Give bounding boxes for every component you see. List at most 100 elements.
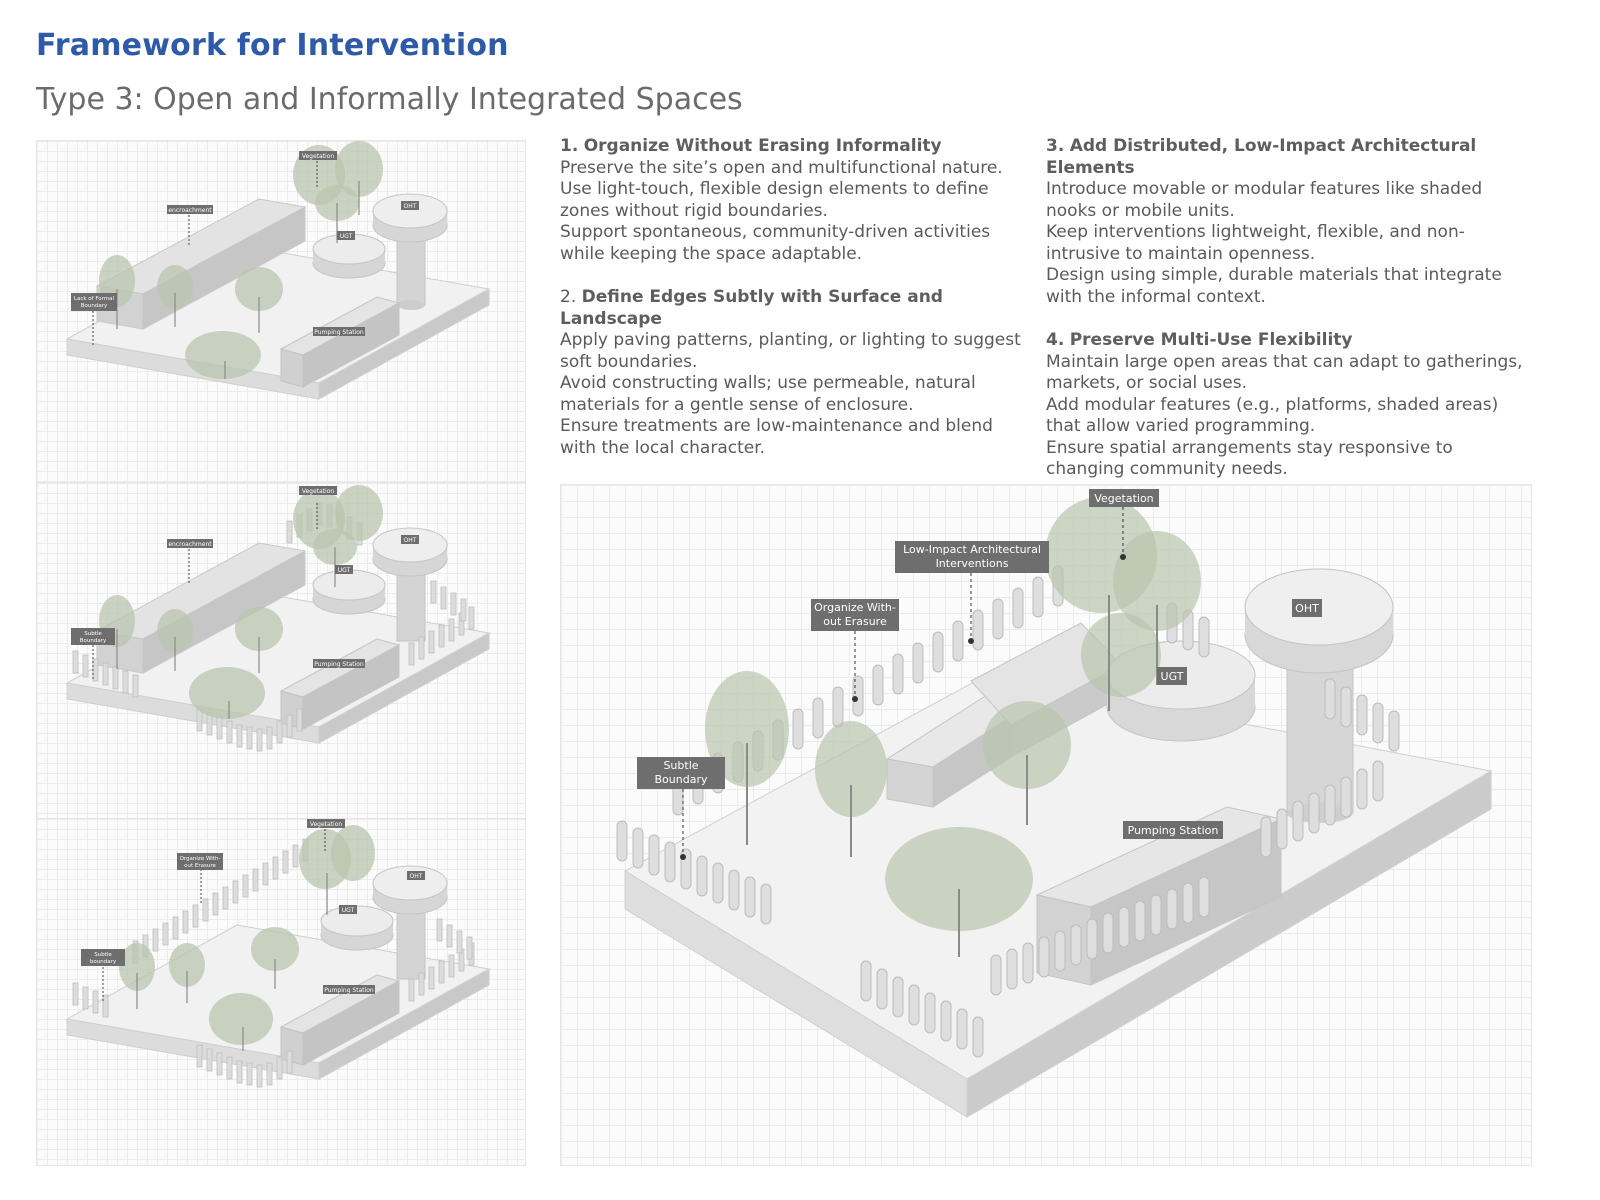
diagram-subtle-boundary-svg: Vegetation encroachment OHT UGT Subtle B… bbox=[65, 485, 491, 752]
bollard bbox=[648, 834, 660, 876]
svg-text:Vegetation: Vegetation bbox=[302, 153, 335, 160]
svg-text:out Erasure: out Erasure bbox=[823, 615, 887, 628]
label-subtle-boundary: Subtle Boundary bbox=[637, 757, 725, 860]
section-line: Preserve the site’s open and multifuncti… bbox=[560, 157, 1003, 178]
svg-text:UGT: UGT bbox=[1161, 670, 1184, 683]
label-organize-without-erasure: Organize With- out Erasure bbox=[811, 599, 899, 702]
label-encroachment: encroachment bbox=[167, 205, 213, 247]
bollard bbox=[1070, 924, 1082, 966]
bollard bbox=[792, 708, 804, 750]
bollard bbox=[1324, 784, 1336, 826]
bollard bbox=[664, 841, 676, 883]
section-line: Introduce movable or modular features li… bbox=[1046, 179, 1483, 221]
label-vegetation: Vegetation bbox=[307, 819, 345, 853]
section-heading: Add Distributed, Low-Impact Architectura… bbox=[1046, 136, 1477, 178]
diagram-subtle-boundary: Vegetation encroachment OHT UGT Subtle B… bbox=[36, 482, 526, 820]
section-2: 2. Define Edges Subtly with Surface and … bbox=[560, 287, 1030, 459]
label-pumping-station: Pumping Station bbox=[313, 327, 365, 336]
section-line: Design using simple, durable materials t… bbox=[1046, 265, 1502, 307]
section-number: 3. bbox=[1046, 136, 1065, 156]
svg-text:OHT: OHT bbox=[410, 873, 423, 880]
bollard bbox=[990, 954, 1002, 996]
bollard bbox=[1276, 808, 1288, 850]
svg-text:Vegetation: Vegetation bbox=[302, 488, 335, 495]
section-3: 3. Add Distributed, Low-Impact Architect… bbox=[1046, 136, 1524, 308]
diagram-main: Vegetation Low-Impact Architectural Inte… bbox=[560, 484, 1532, 1166]
svg-text:Lack of Formal: Lack of Formal bbox=[74, 296, 115, 302]
section-line: Add modular features (e.g., platforms, s… bbox=[1046, 394, 1499, 437]
bollard bbox=[812, 697, 824, 739]
svg-text:encroachment: encroachment bbox=[168, 207, 212, 214]
bollard bbox=[992, 598, 1004, 640]
svg-text:OHT: OHT bbox=[404, 537, 417, 544]
bollard bbox=[892, 976, 904, 1018]
bollard bbox=[956, 1008, 968, 1050]
bollard bbox=[1198, 876, 1210, 918]
bollard bbox=[1118, 906, 1130, 948]
bollard bbox=[1054, 930, 1066, 972]
bollard bbox=[1292, 800, 1304, 842]
bollard bbox=[1006, 948, 1018, 990]
bollard bbox=[972, 1016, 984, 1058]
svg-text:Pumping Station: Pumping Station bbox=[314, 329, 364, 336]
bollard bbox=[1102, 912, 1114, 954]
diagram-main-svg: Vegetation Low-Impact Architectural Inte… bbox=[616, 489, 1493, 1118]
bollard bbox=[1038, 936, 1050, 978]
bollard bbox=[924, 992, 936, 1034]
section-4: 4. Preserve Multi-Use Flexibility Mainta… bbox=[1046, 330, 1524, 481]
label-oht: OHT bbox=[401, 535, 419, 544]
svg-text:Boundary: Boundary bbox=[81, 303, 108, 309]
page-subtitle: Type 3: Open and Informally Integrated S… bbox=[36, 82, 743, 117]
svg-text:Subtle: Subtle bbox=[84, 631, 102, 637]
bollard bbox=[912, 642, 924, 684]
bollard bbox=[728, 869, 740, 911]
svg-text:UGT: UGT bbox=[340, 233, 353, 240]
label-encroachment: encroachment bbox=[167, 539, 213, 583]
text-column-right: 3. Add Distributed, Low-Impact Architect… bbox=[1046, 136, 1524, 503]
bollard bbox=[1032, 576, 1044, 618]
label-pumping-station: Pumping Station bbox=[323, 985, 375, 994]
section-heading: Preserve Multi-Use Flexibility bbox=[1069, 330, 1353, 350]
svg-text:UGT: UGT bbox=[342, 907, 355, 914]
bollard bbox=[760, 883, 772, 925]
section-line: Ensure spatial arrangements stay respons… bbox=[1046, 437, 1453, 480]
tree-icon bbox=[705, 497, 1201, 931]
label-ugt: UGT bbox=[1157, 667, 1187, 685]
section-heading: Organize Without Erasing Informality bbox=[583, 136, 942, 156]
bollard bbox=[972, 609, 984, 651]
label-vegetation: Vegetation bbox=[299, 151, 337, 187]
section-line: Maintain large open areas that can adapt… bbox=[1046, 351, 1523, 394]
svg-text:Pumping Station: Pumping Station bbox=[324, 987, 374, 994]
label-oht: OHT bbox=[401, 201, 419, 210]
bollard bbox=[1086, 918, 1098, 960]
bollards bbox=[72, 838, 475, 1088]
bollard bbox=[1372, 760, 1384, 802]
section-1: 1. Organize Without Erasing Informality … bbox=[560, 136, 1030, 265]
label-low-impact-architectural-interventions: Low-Impact Architectural Interventions bbox=[895, 541, 1049, 644]
section-line: Keep interventions lightweight, flexible… bbox=[1046, 222, 1465, 264]
tree-icon bbox=[119, 825, 375, 1045]
svg-text:Organize With-: Organize With- bbox=[180, 856, 221, 862]
label-boundary: Subtle boundary bbox=[81, 949, 125, 1003]
bollard bbox=[632, 827, 644, 869]
label-organize-without-erasure: Organize With- out Erasure bbox=[177, 853, 223, 903]
svg-text:out Erasure: out Erasure bbox=[184, 863, 216, 869]
bollard bbox=[876, 968, 888, 1010]
bollard bbox=[1182, 882, 1194, 924]
section-line: Ensure treatments are low-maintenance an… bbox=[560, 416, 993, 458]
diagram-organize-svg: Vegetation Organize With- out Erasure OH… bbox=[65, 819, 491, 1088]
label-oht: OHT bbox=[1292, 599, 1322, 617]
tree-icon bbox=[99, 485, 383, 719]
bollard bbox=[1388, 710, 1400, 752]
section-number: 4. bbox=[1046, 330, 1065, 350]
bollard bbox=[1012, 587, 1024, 629]
bollard bbox=[908, 984, 920, 1026]
label-ugt: UGT bbox=[337, 231, 355, 240]
bollard bbox=[712, 862, 724, 904]
svg-text:Pumping Station: Pumping Station bbox=[1128, 824, 1219, 837]
bollard bbox=[1198, 616, 1210, 658]
svg-text:boundary: boundary bbox=[90, 959, 117, 965]
section-heading: Define Edges Subtly with Surface and Lan… bbox=[560, 287, 943, 329]
svg-text:Low-Impact Architectural: Low-Impact Architectural bbox=[903, 543, 1041, 556]
bollard bbox=[1150, 894, 1162, 936]
